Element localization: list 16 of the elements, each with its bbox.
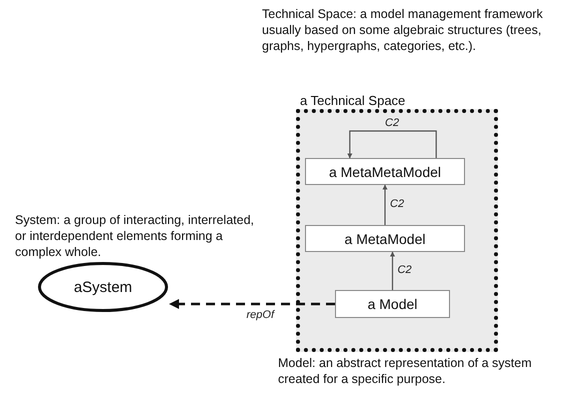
definition-note: Model: an abstract representation of a system created for a specific purpose.: [278, 355, 533, 387]
model-box: a MetaModel: [305, 225, 465, 252]
arrow: [347, 130, 437, 158]
edge-label: repOf: [246, 309, 274, 321]
edge-label: C2: [398, 264, 412, 276]
model-box: a MetaMetaModel: [305, 158, 465, 185]
edge-label: C2: [385, 117, 400, 129]
model-box: a Model: [335, 290, 450, 318]
arrow: [382, 184, 388, 225]
definition-note: System: a group of interacting, interrelated, or interdependent elements forming a complex whole.: [15, 212, 256, 260]
system-ellipse: aSystem: [38, 262, 168, 312]
region-heading: a Technical Space: [300, 93, 406, 108]
dashed-arrow: [169, 299, 335, 309]
edge-label: C2: [390, 198, 404, 210]
definition-note: Technical Space: a model management framework usually based on some algebraic structures (trees, graphs, hypergraphs, categories, etc.).: [262, 6, 544, 54]
arrow: [390, 252, 395, 290]
